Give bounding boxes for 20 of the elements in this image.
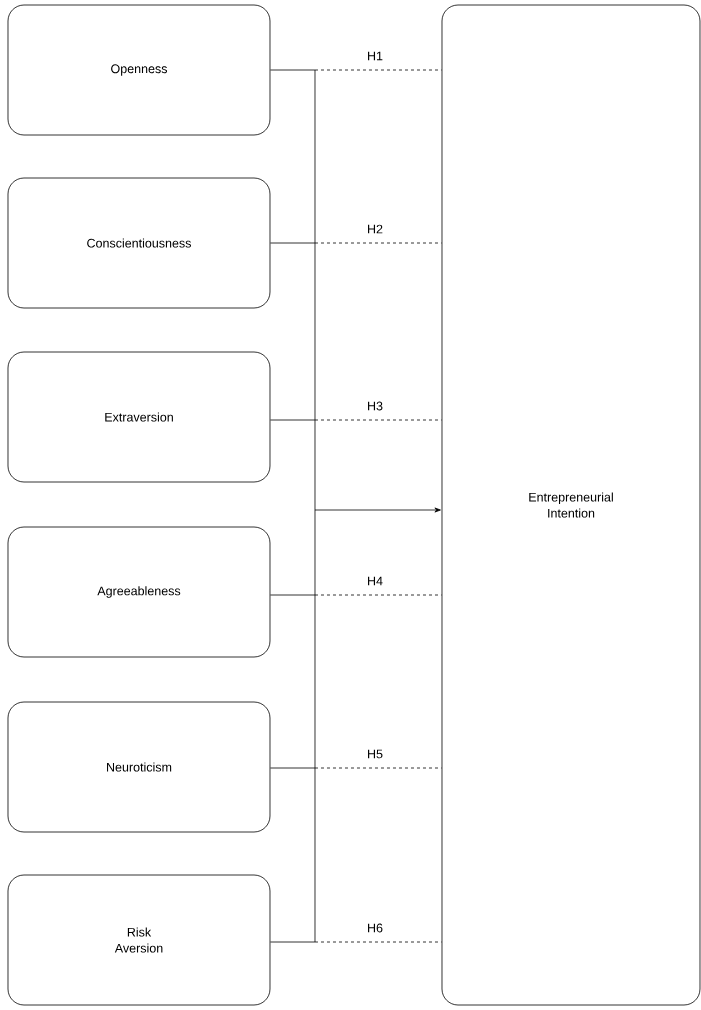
connector-line (270, 594, 442, 596)
outcome-box: Entrepreneurial Intention (441, 4, 701, 1006)
box: Conscientiousness (7, 177, 271, 309)
box: Risk Aversion (7, 874, 271, 1006)
connector-line (270, 419, 442, 421)
connector-line (270, 941, 442, 943)
connector-line (270, 69, 442, 71)
edge-label: H3 (366, 400, 384, 412)
box: Extraversion (7, 351, 271, 483)
box: Neuroticism (7, 701, 271, 833)
connector-line (270, 242, 442, 244)
box: Agreeableness (7, 526, 271, 658)
edge-label: H4 (366, 575, 384, 587)
box: Openness (7, 4, 271, 136)
edge-label: H1 (366, 50, 384, 62)
connector-line (270, 767, 442, 769)
arrow (314, 507, 441, 513)
edge-label: H6 (366, 922, 384, 934)
edge-label: H5 (366, 748, 384, 760)
edge-label: H2 (366, 223, 384, 235)
